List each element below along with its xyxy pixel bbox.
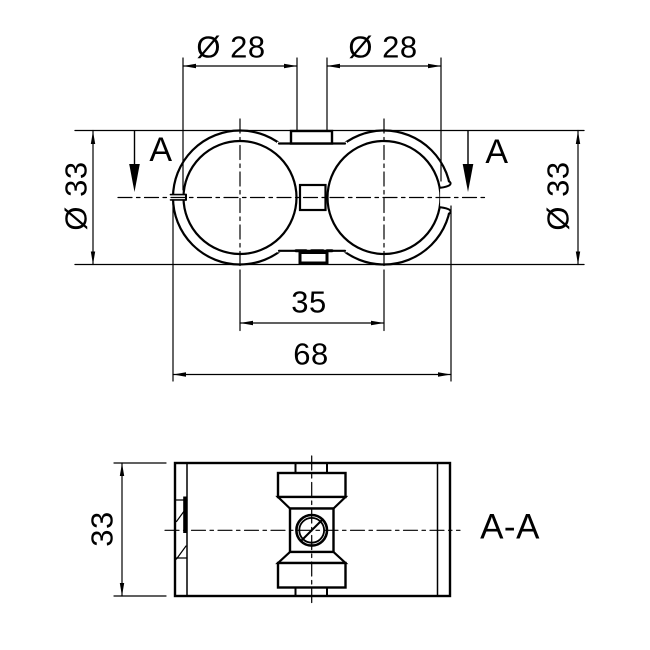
dim-dia33-right-label: Ø 33 — [540, 161, 576, 231]
section-title-label: A-A — [480, 507, 540, 547]
cut-arrow-left-head — [129, 164, 140, 192]
dim-dia28-left-label: Ø 28 — [196, 29, 266, 65]
cut-arrow-right-head — [462, 164, 474, 192]
centerlines — [117, 118, 488, 272]
nut — [298, 251, 329, 265]
dim-68-label: 68 — [293, 336, 329, 372]
section-centerlines — [164, 455, 461, 607]
dimension-lines — [92, 57, 579, 597]
bolt-head — [289, 129, 334, 145]
gap-lower-tip — [439, 206, 452, 215]
section-arrow-left-label: A — [149, 131, 173, 169]
gap-upper-tip — [439, 180, 452, 189]
dim-35-label: 35 — [291, 284, 327, 320]
dim-dia33-left-label: Ø 33 — [58, 161, 94, 231]
slit-section-detail — [174, 496, 188, 560]
dim-dia28-right-label: Ø 28 — [348, 29, 418, 65]
section-arrow-right-label: A — [485, 133, 509, 171]
section-cut-arrows — [129, 130, 474, 192]
section-body — [173, 461, 452, 598]
dim-33-section-label: 33 — [84, 511, 120, 547]
dimension-arrowheads — [90, 63, 581, 596]
section-view — [164, 455, 461, 607]
top-view — [74, 118, 585, 272]
slit-left-ring — [169, 193, 187, 201]
